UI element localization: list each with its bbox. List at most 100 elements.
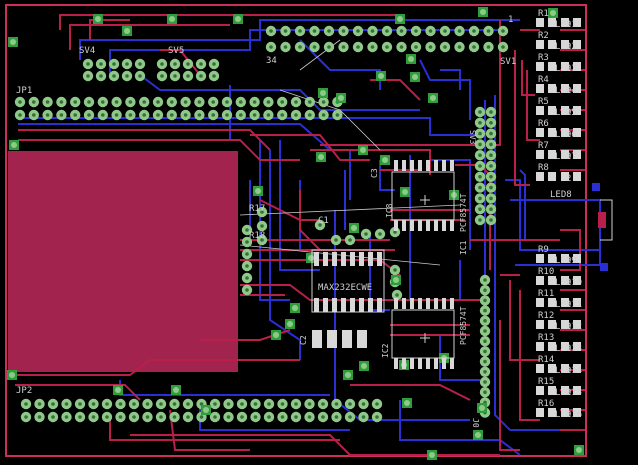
label-sv5: SV5 — [168, 46, 184, 56]
header-pad — [474, 193, 486, 204]
header-pad — [42, 109, 53, 121]
led-pad — [561, 18, 569, 27]
header-pad — [34, 411, 45, 423]
header-pad — [479, 387, 491, 398]
smd-pad — [418, 298, 422, 309]
smd-pad — [450, 220, 454, 231]
via — [574, 445, 584, 455]
smd-pad — [394, 220, 398, 231]
led-pad — [561, 40, 569, 49]
header-pad — [485, 182, 497, 193]
header-pad — [425, 25, 436, 37]
led-pad — [573, 106, 581, 115]
header-pad — [194, 109, 205, 121]
header-pad — [169, 58, 181, 70]
led-pad — [561, 320, 569, 329]
pad-number: 2 — [566, 42, 571, 52]
led-pad — [573, 40, 581, 49]
header-pad — [156, 58, 168, 70]
header-pad — [294, 41, 306, 53]
smd-pad — [434, 160, 438, 171]
component-pad — [241, 236, 253, 248]
smd-pad — [410, 358, 414, 369]
via — [548, 8, 558, 18]
header-pad — [468, 41, 480, 53]
header-pad — [410, 41, 422, 53]
header-pad — [155, 398, 167, 410]
header-pad — [290, 398, 302, 410]
smd-pad — [350, 252, 355, 266]
header-pad — [180, 109, 191, 121]
header-pad — [381, 25, 393, 37]
resistor-pad — [548, 84, 556, 93]
header-pad — [474, 204, 486, 215]
pad-number: 2 — [566, 410, 571, 420]
smd-pad — [402, 358, 406, 369]
header-pad — [142, 411, 153, 423]
smd-pad — [350, 298, 355, 312]
smd-pad — [442, 160, 446, 171]
component-pad — [314, 219, 326, 231]
led-pad — [573, 408, 581, 417]
component-pad — [241, 272, 253, 284]
resistor-label: R7 — [538, 141, 549, 151]
header-pad — [358, 411, 369, 423]
led-pad — [573, 320, 581, 329]
header-pad — [125, 109, 136, 121]
header-pad — [88, 398, 99, 410]
header-pad — [101, 398, 113, 410]
header-pad — [263, 398, 275, 410]
resistor-pad — [548, 106, 556, 115]
smd-pad — [434, 358, 438, 369]
header-pad — [317, 411, 329, 423]
header-pad — [235, 96, 246, 108]
component-pad — [389, 264, 401, 276]
via — [477, 403, 487, 413]
header-pad — [134, 70, 146, 82]
header-pad — [479, 295, 491, 306]
header-pad — [249, 109, 260, 121]
header-pad — [265, 25, 277, 37]
header-pad — [166, 96, 177, 108]
pad-number: 2 — [566, 322, 571, 332]
led-pad — [561, 364, 569, 373]
smd-pad — [434, 298, 438, 309]
header-pad — [277, 398, 288, 410]
header-pad — [88, 411, 99, 423]
resistor-pad — [548, 128, 556, 137]
header-pad — [485, 139, 497, 150]
led-pad — [573, 84, 581, 93]
resistor-label: R15 — [538, 377, 554, 387]
resistor-pad — [536, 84, 544, 93]
header-pad — [479, 315, 491, 326]
header-pad — [208, 58, 220, 70]
resistor-pad — [536, 18, 544, 27]
resistor-pad — [536, 364, 544, 373]
label-jp1: JP1 — [16, 86, 32, 96]
label-sv1: SV1 — [500, 57, 516, 67]
led-pad — [573, 386, 581, 395]
resistor-pad — [536, 62, 544, 71]
smd-pad — [402, 160, 406, 171]
led-pad — [573, 150, 581, 159]
header-pad — [128, 398, 140, 410]
header-pad — [290, 96, 302, 108]
header-pad — [485, 214, 497, 226]
led-pad — [561, 128, 569, 137]
resistor-pad — [536, 254, 544, 263]
component-pad — [256, 220, 268, 232]
smd-pad — [426, 220, 430, 231]
via — [9, 140, 19, 150]
header-pad — [331, 398, 342, 410]
led-label: LED4 — [555, 86, 577, 96]
smd-pad — [394, 160, 398, 171]
label-c2: C2 — [299, 335, 308, 345]
header-pad — [396, 41, 407, 53]
smd-pad — [312, 330, 322, 348]
smd-pad — [377, 252, 382, 266]
header-pad — [474, 106, 486, 118]
header-pad — [479, 285, 491, 296]
resistor-led-labels: R1LED12R2LED22R3LED32R4LED42R5LED52R6LED… — [538, 9, 582, 420]
via — [395, 14, 405, 24]
